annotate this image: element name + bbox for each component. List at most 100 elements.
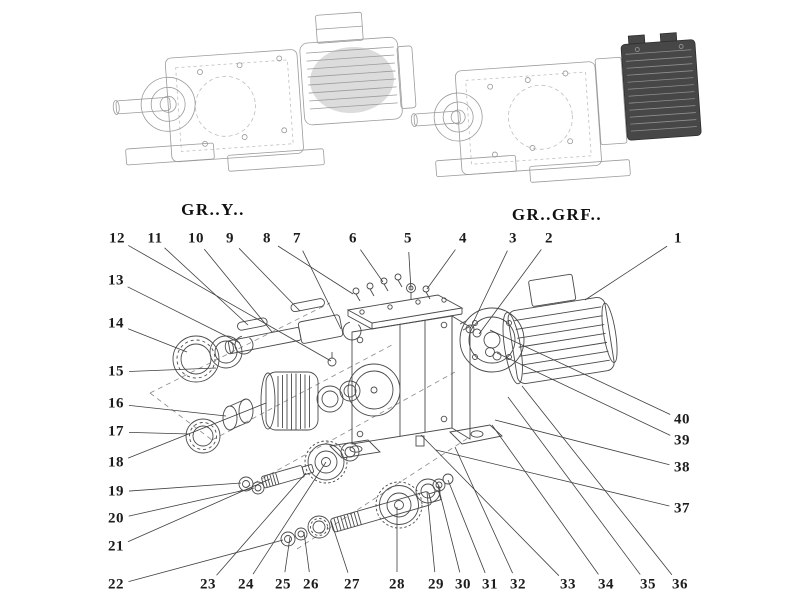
leader-line-5 xyxy=(408,251,412,291)
part-number-22: 22 xyxy=(108,576,124,593)
leader-line-7 xyxy=(302,250,342,330)
leader-line-20 xyxy=(128,487,255,517)
part-number-30: 30 xyxy=(455,576,471,593)
part-number-17: 17 xyxy=(108,423,124,440)
machine-left-feet xyxy=(125,142,325,172)
leader-line-16 xyxy=(128,405,227,417)
part-number-35: 35 xyxy=(640,576,656,593)
motor xyxy=(459,273,618,385)
machine-left-gearbox xyxy=(112,49,304,163)
pinion-shaft-assembly xyxy=(280,473,454,547)
leader-line-13 xyxy=(127,286,241,344)
gear-large xyxy=(260,371,361,431)
leader-line-21 xyxy=(127,478,271,543)
leader-line-37 xyxy=(435,449,670,507)
machine-left-motor xyxy=(299,11,417,126)
part-number-29: 29 xyxy=(428,576,444,593)
intermediate-gear-assembly xyxy=(238,440,360,495)
part-number-5: 5 xyxy=(404,230,412,247)
construction-lines xyxy=(149,302,469,550)
part-number-21: 21 xyxy=(108,538,124,555)
leader-line-38 xyxy=(494,419,670,466)
part-number-11: 11 xyxy=(147,230,163,247)
leader-line-32 xyxy=(454,446,513,574)
motor-flange-washers xyxy=(459,320,502,361)
leader-line-35 xyxy=(507,396,641,575)
part-number-39: 39 xyxy=(674,432,690,449)
part-number-37: 37 xyxy=(674,500,690,517)
leader-line-10 xyxy=(203,248,273,333)
machine-right-adapter xyxy=(594,56,628,146)
part-number-1: 1 xyxy=(674,230,682,247)
leader-line-31 xyxy=(447,479,486,574)
part-number-19: 19 xyxy=(108,483,124,500)
machine-right-illustration xyxy=(410,32,702,183)
cover-bolts xyxy=(352,273,431,302)
leader-line-1 xyxy=(584,245,668,301)
gear-housing xyxy=(327,294,503,459)
part-number-34: 34 xyxy=(598,576,614,593)
part-number-33: 33 xyxy=(560,576,576,593)
leader-line-15 xyxy=(128,367,217,372)
machine-right-feet xyxy=(435,154,631,183)
part-number-20: 20 xyxy=(108,510,124,527)
part-number-38: 38 xyxy=(674,459,690,476)
part-number-23: 23 xyxy=(200,576,216,593)
leader-line-36 xyxy=(521,385,673,576)
part-number-9: 9 xyxy=(226,230,234,247)
leader-line-11 xyxy=(164,247,249,326)
leader-line-19 xyxy=(128,482,242,492)
part-number-7: 7 xyxy=(293,230,301,247)
part-number-4: 4 xyxy=(459,230,467,247)
part-number-13: 13 xyxy=(108,272,124,289)
part-number-25: 25 xyxy=(275,576,291,593)
part-number-26: 26 xyxy=(303,576,319,593)
leader-line-4 xyxy=(426,249,456,290)
leader-line-24 xyxy=(252,461,327,575)
leader-line-17 xyxy=(128,431,191,435)
leader-line-25 xyxy=(284,536,291,573)
machine-right-gearbox xyxy=(410,61,602,175)
leader-line-40 xyxy=(489,329,671,415)
leader-line-29 xyxy=(426,491,436,573)
part-number-24: 24 xyxy=(238,576,254,593)
part-number-15: 15 xyxy=(108,363,124,380)
machine-left-illustration xyxy=(112,11,417,172)
leader-line-22 xyxy=(128,539,284,583)
leader-line-39 xyxy=(496,352,671,436)
part-number-16: 16 xyxy=(108,395,124,412)
leader-line-23 xyxy=(216,472,307,576)
part-number-8: 8 xyxy=(263,230,271,247)
leader-line-27 xyxy=(330,520,349,573)
circlip xyxy=(342,321,362,341)
leader-line-14 xyxy=(127,328,188,353)
part-number-36: 36 xyxy=(672,576,688,593)
part-number-32: 32 xyxy=(510,576,526,593)
part-number-14: 14 xyxy=(108,315,124,332)
output-shaft xyxy=(224,298,344,355)
part-number-2: 2 xyxy=(545,230,553,247)
leader-line-8 xyxy=(277,245,354,295)
leader-line-6 xyxy=(360,249,384,283)
leader-line-30 xyxy=(437,485,461,573)
leader-line-18 xyxy=(127,402,267,459)
part-number-27: 27 xyxy=(344,576,360,593)
leader-line-2 xyxy=(478,249,542,335)
part-number-12: 12 xyxy=(109,230,125,247)
model-label-gr-grf: GR..GRF.. xyxy=(511,205,603,224)
part-number-18: 18 xyxy=(108,454,124,471)
leader-line-26 xyxy=(303,531,310,573)
part-number-6: 6 xyxy=(349,230,357,247)
leader-lines xyxy=(127,245,673,583)
part-number-31: 31 xyxy=(482,576,498,593)
leader-line-33 xyxy=(420,434,560,576)
spacer-and-bearing xyxy=(185,398,254,454)
leader-line-34 xyxy=(491,424,599,575)
model-label-gr-y: GR..Y.. xyxy=(181,200,245,219)
leader-line-9 xyxy=(238,248,301,312)
part-number-3: 3 xyxy=(509,230,517,247)
leader-line-3 xyxy=(469,250,508,330)
exploded-view xyxy=(127,245,673,583)
